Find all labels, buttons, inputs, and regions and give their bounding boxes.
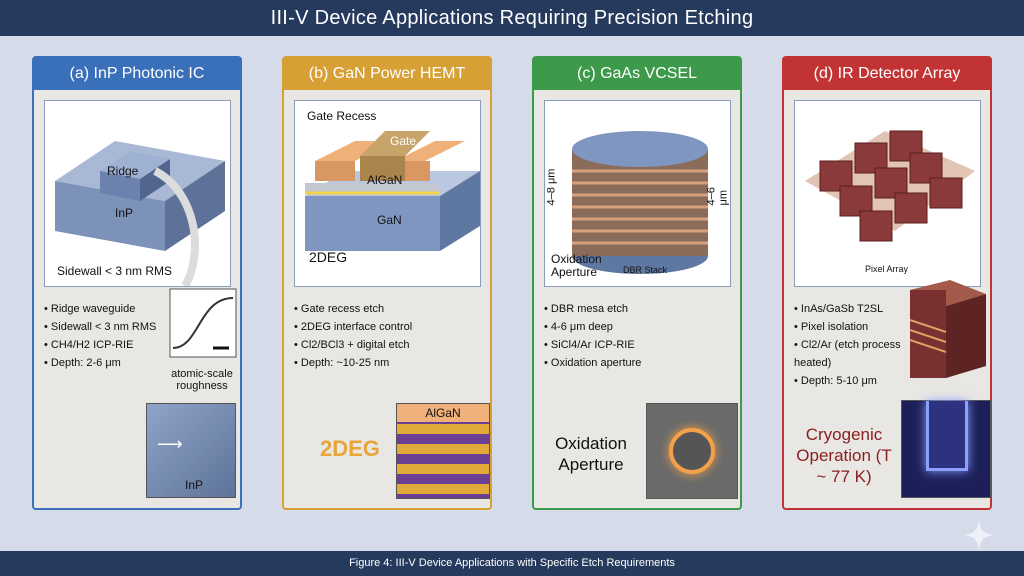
twodeg-big-label: 2DEG	[320, 436, 380, 461]
arrow-icon: ⟶	[157, 434, 183, 454]
gate-recess-label: Gate Recess	[307, 109, 377, 123]
depth-left-label: 4–8 μm	[545, 168, 558, 206]
cryogenic-label: Cryogenic Operation (T ~ 77 K)	[796, 425, 892, 486]
panel-title: (a) InP Photonic IC	[34, 58, 240, 90]
pixel-array-label: Pixel Array	[865, 264, 909, 274]
roughness-label: atomic-scale roughness	[171, 368, 233, 392]
inp-label: InP	[115, 206, 134, 220]
bullet-item: Depth: 2-6 μm	[44, 354, 156, 372]
bullet-list: Gate recess etch 2DEG interface control …	[294, 300, 412, 372]
page-title: III-V Device Applications Requiring Prec…	[0, 0, 1024, 36]
depth-right-label: 4–6 μm	[705, 187, 730, 206]
algan-label: AlGaN	[367, 173, 403, 187]
panel-title: (c) GaAs VCSEL	[534, 58, 740, 90]
bullet-list: InAs/GaSb T2SL Pixel isolation Cl2/Ar (e…	[794, 300, 904, 390]
cryogenic-zoom-inset	[901, 400, 991, 498]
hemt-figure: Gate Recess Gate AlGaN GaN 2DEG	[294, 100, 481, 287]
gan-label: GaN	[377, 213, 402, 227]
dbr-stack-label: DBR Stack	[623, 265, 668, 275]
vcsel-figure: 4–8 μm 4–6 μm Oxidation Aperture DBR Sta…	[544, 100, 731, 287]
bullet-item: DBR mesa etch	[544, 300, 641, 318]
bullet-item: Cl2/BCl3 + digital etch	[294, 336, 412, 354]
bullet-item: Pixel isolation	[794, 318, 904, 336]
bullet-list: DBR mesa etch 4-6 μm deep SiCl4/Ar ICP-R…	[544, 300, 642, 372]
bullet-list: Ridge waveguide Sidewall < 3 nm RMS CH4/…	[44, 300, 156, 372]
panel-inp-photonic-ic: (a) InP Photonic IC Ridge InP Sidewall <…	[32, 56, 242, 510]
figure-caption: Figure 4: III-V Device Applications with…	[0, 551, 1024, 576]
panel-gaas-vcsel: (c) GaAs VCSEL 4–8 μm 4–6 μm Oxidation A…	[532, 56, 742, 510]
pixel-zoom-block	[909, 280, 986, 378]
panel-gan-power-hemt: (b) GaN Power HEMT Gate Recess Gate AlGa…	[282, 56, 492, 510]
bullet-item: Ridge waveguide	[44, 300, 156, 318]
bullet-item: 4-6 μm deep	[544, 318, 641, 336]
algan-zoom-inset: AlGaN	[396, 403, 490, 499]
ridge-waveguide-illustration	[55, 141, 225, 286]
bullet-item: 2DEG interface control	[294, 318, 412, 336]
inp-zoom-label: InP	[185, 478, 204, 492]
inp-zoom-inset: ⟶ InP	[146, 403, 236, 498]
bullet-item: SiCl4/Ar ICP-RIE	[544, 336, 641, 354]
pixel-array-figure: Pixel Array	[794, 100, 981, 287]
gate-label: Gate	[390, 134, 417, 148]
algan-zoom-label: AlGaN	[397, 404, 489, 422]
bullet-item: CH4/H2 ICP-RIE	[44, 336, 156, 354]
oxidation-label: Oxidation Aperture	[551, 252, 602, 279]
panel-title: (d) IR Detector Array	[784, 58, 990, 90]
twodeg-label: 2DEG	[309, 249, 348, 265]
sidewall-label: Sidewall < 3 nm RMS	[57, 264, 173, 278]
panel-title: (b) GaN Power HEMT	[284, 58, 490, 90]
bullet-item: InAs/GaSb T2SL	[794, 300, 904, 318]
ridge-label: Ridge	[107, 164, 139, 178]
sparkle-icon	[964, 520, 994, 550]
hemt-illustration	[305, 131, 480, 251]
bullet-item: Depth: ~10-25 nm	[294, 354, 412, 372]
bullet-item: Cl2/Ar (etch process heated)	[794, 336, 904, 372]
pixel-array-illustration	[805, 130, 975, 242]
bullet-item: Depth: 5-10 μm	[794, 372, 904, 390]
aperture-zoom-inset	[646, 403, 738, 499]
ridge-waveguide-figure: Ridge InP Sidewall < 3 nm RMS	[44, 100, 231, 287]
bullet-item: Oxidation aperture	[544, 354, 642, 372]
panel-ir-detector-array: (d) IR Detector Array Pixel Array InAs/G…	[782, 56, 992, 510]
aperture-ring	[669, 428, 715, 474]
bullet-item: Gate recess etch	[294, 300, 412, 318]
trench-glow	[926, 401, 968, 471]
vcsel-illustration	[572, 131, 708, 274]
bullet-item: Sidewall < 3 nm RMS	[44, 318, 156, 336]
sidewall-profile-inset	[169, 288, 237, 358]
oxidation-big-label: Oxidation Aperture	[555, 434, 627, 474]
